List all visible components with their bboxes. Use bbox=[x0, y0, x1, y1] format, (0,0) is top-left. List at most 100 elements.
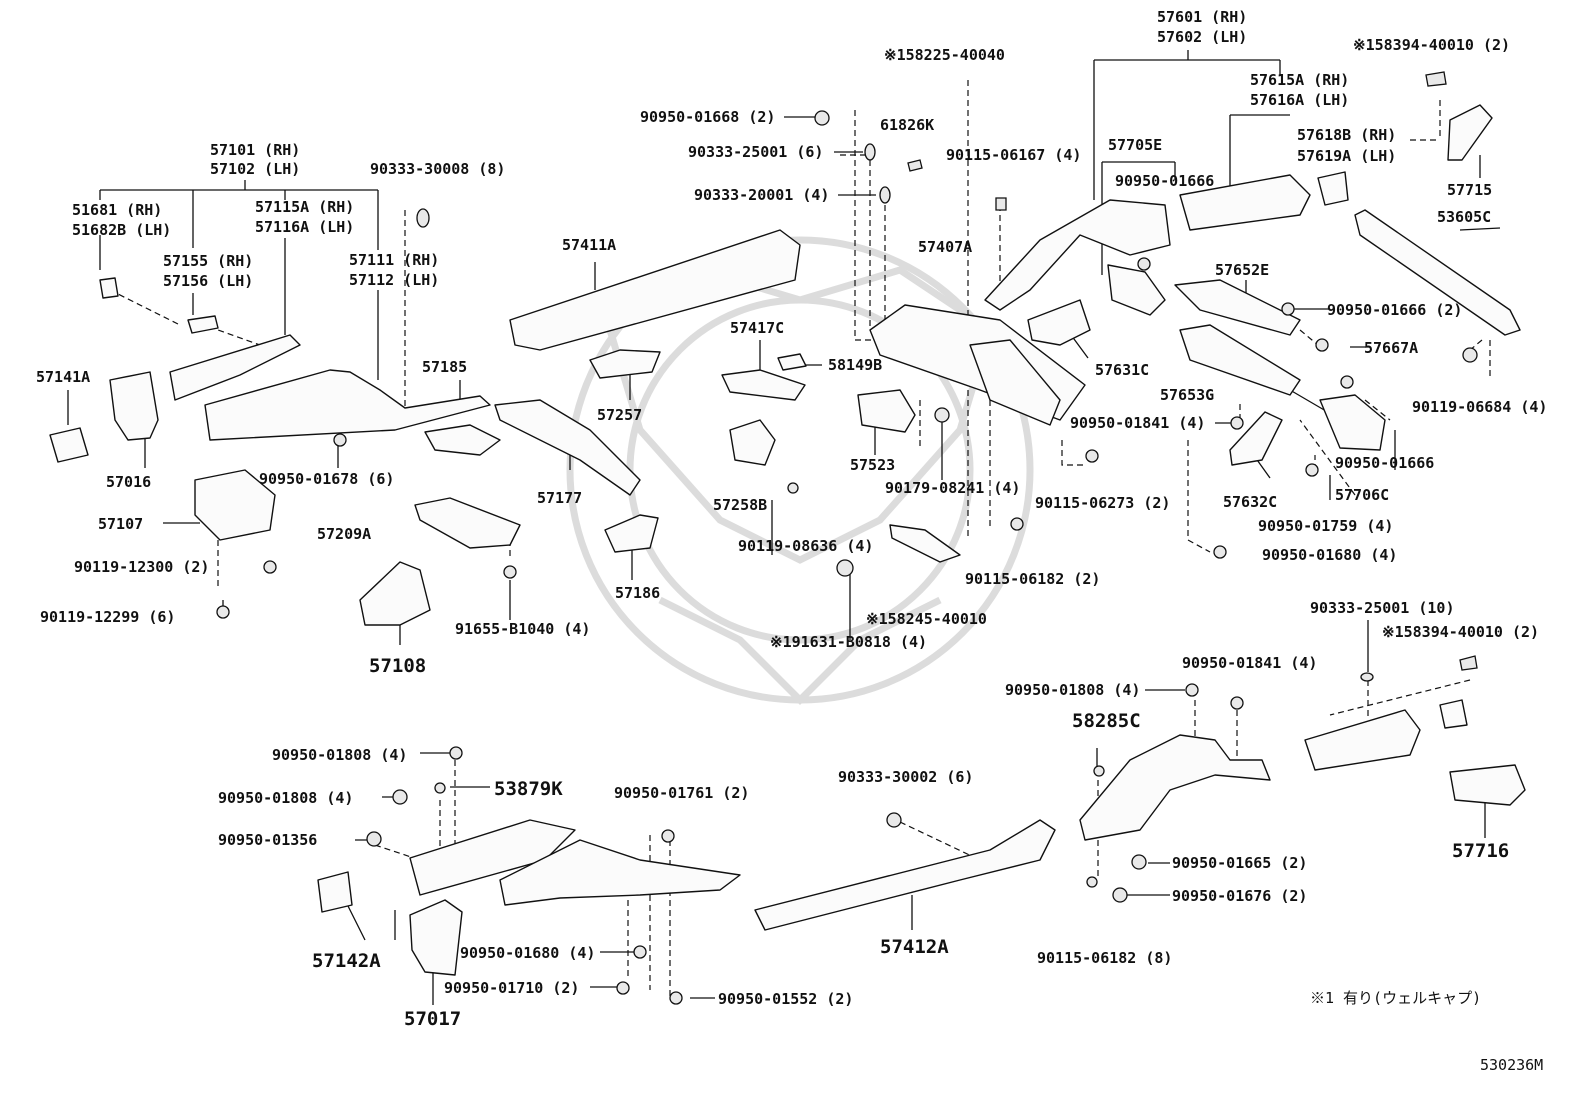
part-label: ※191631-B0818 (4) bbox=[770, 633, 927, 651]
part-label: 57016 bbox=[106, 473, 151, 491]
part-label: 53879K bbox=[494, 778, 563, 800]
part-label: 57156 (LH) bbox=[163, 272, 253, 290]
rear-member-assy bbox=[499, 839, 741, 906]
part-label: 90333-30008 (8) bbox=[370, 160, 505, 178]
part-label: 57602 (LH) bbox=[1157, 28, 1247, 46]
part-label: 57412A bbox=[880, 936, 949, 958]
part-label: ※158225-40040 bbox=[884, 46, 1005, 64]
part-label: 57115A (RH) bbox=[255, 198, 354, 216]
part-label: 58149B bbox=[828, 356, 882, 374]
fasteners bbox=[216, 71, 1478, 1005]
part-57523 bbox=[857, 389, 916, 433]
part-label: 90950-01841 (4) bbox=[1182, 654, 1317, 672]
part-label: 90333-25001 (6) bbox=[688, 143, 823, 161]
part-57185 bbox=[424, 424, 501, 456]
part-57016 bbox=[49, 427, 89, 463]
part-label: 57186 bbox=[615, 584, 660, 602]
part-57616-lower bbox=[1304, 709, 1421, 771]
part-57108 bbox=[359, 561, 431, 626]
part-label: 57142A bbox=[312, 950, 381, 972]
dashed-lines bbox=[109, 80, 1491, 1000]
part-label: 57258B bbox=[713, 496, 767, 514]
part-57615A bbox=[1179, 174, 1311, 231]
part-57186 bbox=[604, 514, 659, 553]
part-label: 90950-01808 (4) bbox=[218, 789, 353, 807]
crossmember-53605C bbox=[1354, 209, 1521, 336]
part-57715 bbox=[1447, 104, 1493, 161]
part-label: 57177 bbox=[537, 489, 582, 507]
part-label: 57411A bbox=[562, 236, 616, 254]
part-label: 51681 (RH) bbox=[72, 201, 162, 219]
part-label: 90119-06684 (4) bbox=[1412, 398, 1547, 416]
part-label: 91655-B1040 (4) bbox=[455, 620, 590, 638]
part-label: 90950-01680 (4) bbox=[460, 944, 595, 962]
leader-lines bbox=[67, 50, 1501, 1005]
part-label: 57111 (RH) bbox=[349, 251, 439, 269]
part-label: 90950-01710 (2) bbox=[444, 979, 579, 997]
part-label: 53605C bbox=[1437, 208, 1491, 226]
part-label: 58285C bbox=[1072, 710, 1141, 732]
part-label: 57706C bbox=[1335, 486, 1389, 504]
part-57141A bbox=[109, 371, 159, 441]
illustration-code: 530236M bbox=[1480, 1056, 1543, 1074]
front-side-member bbox=[204, 369, 491, 441]
part-label: 90950-01676 (2) bbox=[1172, 887, 1307, 905]
part-57632C bbox=[1229, 411, 1283, 466]
part-label: 90333-20001 (4) bbox=[694, 186, 829, 204]
part-58149B bbox=[777, 353, 807, 371]
part-label: 57716 bbox=[1452, 840, 1509, 862]
part-label: 90119-12299 (6) bbox=[40, 608, 175, 626]
part-label: 90950-01678 (6) bbox=[259, 470, 394, 488]
part-label: 57667A bbox=[1364, 339, 1418, 357]
part-label: 57523 bbox=[850, 456, 895, 474]
part-label: 57116A (LH) bbox=[255, 218, 354, 236]
part-label: 90115-06167 (4) bbox=[946, 146, 1081, 164]
part-label: 57631C bbox=[1095, 361, 1149, 379]
part-label: 57101 (RH) bbox=[210, 141, 300, 159]
part-label: 57616A (LH) bbox=[1250, 91, 1349, 109]
part-label: 90950-01761 (2) bbox=[614, 784, 749, 802]
part-57417C bbox=[721, 369, 806, 401]
part-label: 57715 bbox=[1447, 181, 1492, 199]
part-label: 90115-06182 (2) bbox=[965, 570, 1100, 588]
part-label: 57417C bbox=[730, 319, 784, 337]
part-label: 57209A bbox=[317, 525, 371, 543]
part-label: 90950-01665 (2) bbox=[1172, 854, 1307, 872]
part-57631C bbox=[1027, 299, 1091, 346]
side-member-extension bbox=[169, 334, 301, 401]
part-label: 90950-01759 (4) bbox=[1258, 517, 1393, 535]
part-57258B bbox=[729, 419, 776, 466]
part-label: 90950-01668 (2) bbox=[640, 108, 775, 126]
part-label: 90950-01666 bbox=[1115, 172, 1214, 190]
part-label: 57653G bbox=[1160, 386, 1214, 404]
part-57652E bbox=[1174, 279, 1301, 336]
part-57177 bbox=[494, 399, 641, 496]
part-57017 bbox=[409, 899, 463, 976]
part-label: 90115-06182 (8) bbox=[1037, 949, 1172, 967]
part-57653G bbox=[1179, 324, 1301, 396]
part-label: 57619A (LH) bbox=[1297, 147, 1396, 165]
part-label: 51682B (LH) bbox=[72, 221, 171, 239]
part-158245 bbox=[889, 524, 961, 563]
footnote: ※1 有り(ウェルキャプ) bbox=[1310, 989, 1481, 1007]
part-57209A bbox=[414, 497, 521, 549]
part-label: ※158245-40010 bbox=[866, 610, 987, 628]
part-57706C bbox=[1319, 394, 1386, 451]
part-label: 57615A (RH) bbox=[1250, 71, 1349, 89]
part-label: 90950-01841 (4) bbox=[1070, 414, 1205, 432]
part-label: 57155 (RH) bbox=[163, 252, 253, 270]
part-label: 61826K bbox=[880, 116, 934, 134]
part-label: 90119-08636 (4) bbox=[738, 537, 873, 555]
part-label: 57185 bbox=[422, 358, 467, 376]
watermark bbox=[566, 236, 1034, 705]
part-57705E bbox=[1107, 264, 1166, 316]
part-label: 57017 bbox=[404, 1008, 461, 1030]
part-label: 57257 bbox=[597, 406, 642, 424]
part-label: 57112 (LH) bbox=[349, 271, 439, 289]
part-drawings bbox=[49, 104, 1526, 976]
part-label: 90119-12300 (2) bbox=[74, 558, 209, 576]
part-57257 bbox=[589, 349, 661, 379]
part-label: 90950-01666 (2) bbox=[1327, 301, 1462, 319]
part-label: 90333-30002 (6) bbox=[838, 768, 973, 786]
